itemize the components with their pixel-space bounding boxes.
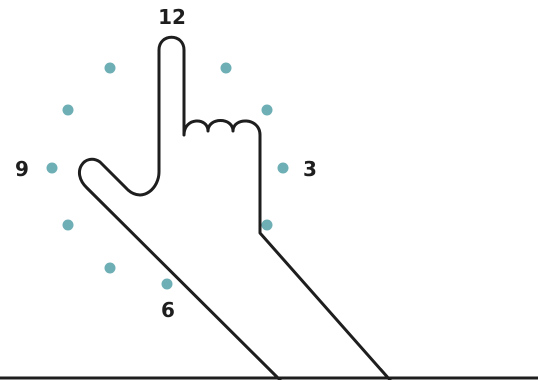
clock-dot [220,62,232,74]
clock-dot [261,104,273,116]
pointing-hand-icon [77,35,392,380]
clock-dot [277,162,289,174]
clock-label-9: 9 [15,157,29,181]
clock-dot [62,219,74,231]
clock-dot [104,262,116,274]
clock-dot [161,278,173,290]
clock-dot [261,219,273,231]
clock-dot [104,62,116,74]
clock-label-3: 3 [303,157,317,181]
clock-label-6: 6 [161,298,175,322]
clock-label-12: 12 [158,5,186,29]
clock-dot [62,104,74,116]
clock-dot [46,162,58,174]
clock-dots [46,62,289,290]
